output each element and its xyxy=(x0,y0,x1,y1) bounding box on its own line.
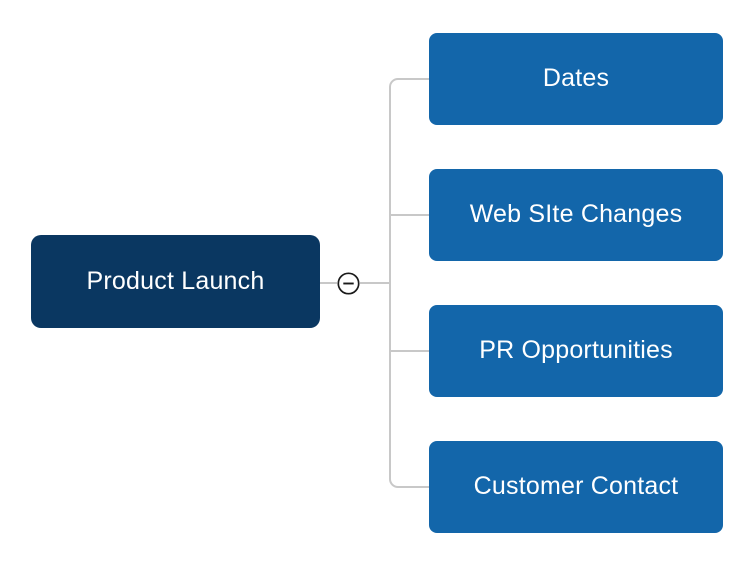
connector-spine xyxy=(389,78,429,488)
node-child-label: Dates xyxy=(542,64,610,93)
node-child-label: PR Opportunities xyxy=(479,336,673,365)
node-child-customer-contact[interactable]: Customer Contact xyxy=(429,441,723,533)
minus-circle-icon[interactable] xyxy=(337,272,360,295)
node-root[interactable]: Product Launch xyxy=(31,235,320,328)
node-child-label: Web SIte Changes xyxy=(469,200,683,229)
node-child-dates[interactable]: Dates xyxy=(429,33,723,125)
node-root-label: Product Launch xyxy=(86,266,265,295)
node-child-web-site-changes[interactable]: Web SIte Changes xyxy=(429,169,723,261)
node-child-pr-opportunities[interactable]: PR Opportunities xyxy=(429,305,723,397)
node-child-label: Customer Contact xyxy=(473,472,679,501)
